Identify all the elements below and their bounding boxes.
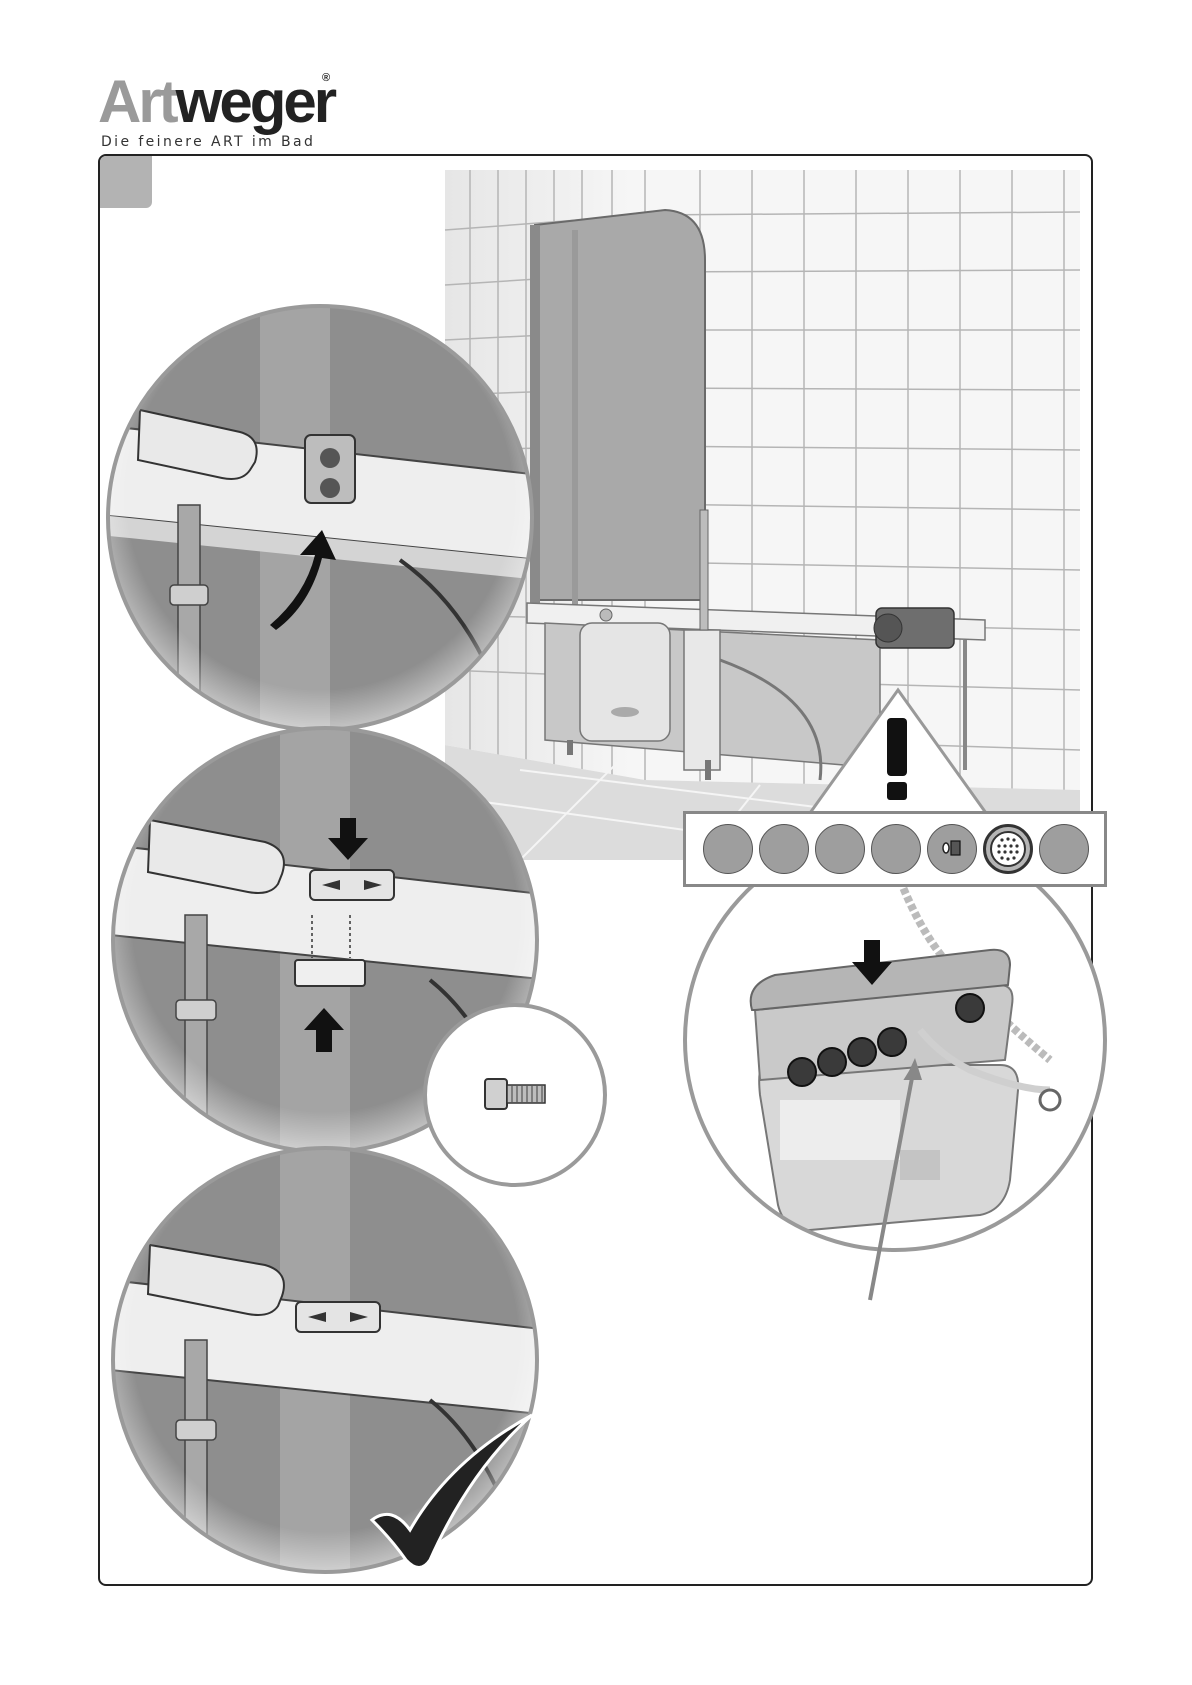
detail-screw	[425, 1005, 605, 1185]
tool-slot-4	[871, 824, 921, 874]
tool-strip	[683, 811, 1107, 887]
tool-slot-7	[1039, 824, 1089, 874]
tool-slot-2	[759, 824, 809, 874]
tool-slot-3	[815, 824, 865, 874]
tool-slot-1	[703, 824, 753, 874]
detail-control-box	[685, 830, 1105, 1300]
detail-finished	[110, 1148, 550, 1578]
connector-icon	[983, 824, 1033, 874]
bathroom-scene	[445, 170, 1080, 860]
switch-icon	[927, 824, 977, 874]
